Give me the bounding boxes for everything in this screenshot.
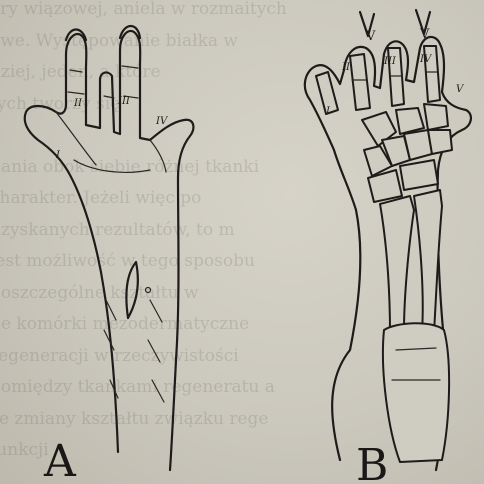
- panel-b-digit-label: III: [383, 56, 397, 67]
- panel-b-label: B: [356, 440, 388, 484]
- panel-a-digit-label: II: [73, 98, 83, 109]
- panel-b-digit-label: II: [341, 62, 351, 73]
- panel-b-arrow-label: V: [419, 27, 430, 42]
- panel-b-arrow-label: V: [365, 29, 376, 44]
- panel-b-digit-label: V: [456, 84, 465, 95]
- panel-a-label: A: [43, 436, 77, 484]
- panel-a-digit-label: IV: [155, 116, 169, 127]
- panel-b-digit-label: IV: [419, 54, 433, 65]
- panel-b-drawing: [305, 10, 471, 470]
- panel-a-digit-label: III: [117, 96, 131, 107]
- panel-a-drawing: [25, 26, 194, 470]
